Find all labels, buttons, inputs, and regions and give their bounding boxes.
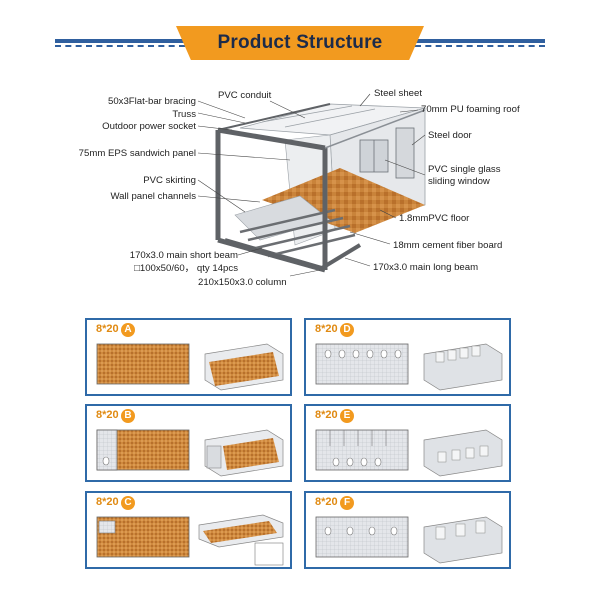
label-steel-sheet: Steel sheet [374,88,423,99]
layout-size: 8*20 [96,409,119,421]
layout-plan-f [315,516,503,564]
header-dash-right [415,45,545,47]
layout-code-badge: C [121,496,135,510]
layout-panel-f: 8*20 F [304,491,511,569]
floor-panel [262,168,425,233]
layout-size: 8*20 [96,323,119,335]
label-pvc-floor: 1.8mmPVC floor [399,213,470,224]
label-truss: Truss [172,109,196,120]
page-title: Product Structure [217,32,383,53]
layout-code-badge: F [340,496,354,510]
label-wall-panel-channels: Wall panel channels [110,191,196,202]
label-cement-fiber-board: 18mm cement fiber board [393,240,503,251]
label-pvc-skirting: PVC skirting [143,175,196,186]
layout-size: 8*20 [96,496,119,508]
layout-panel-a: 8*20 A [85,318,292,396]
layout-size: 8*20 [315,409,338,421]
label-pu-foaming-roof: 70mm PU foaming roof [421,104,520,115]
header-dash-left [55,45,185,47]
label-flat-bar-bracing: 50x3Flat-bar bracing [108,96,196,107]
label-sliding-window: sliding window [428,176,490,187]
label-pvc-single-glass: PVC single glass [428,164,501,175]
label-main-short-beam: 170x3.0 main short beam [129,250,238,261]
label-main-long-beam: 170x3.0 main long beam [373,262,479,273]
layout-plan-c [96,514,284,566]
layout-plan-b [96,429,284,477]
layout-plan-a [96,343,284,391]
label-eps-sandwich-panel: 75mm EPS sandwich panel [78,148,196,159]
label-pvc-conduit: PVC conduit [218,90,272,101]
layout-code-badge: B [121,409,135,423]
layout-panel-c: 8*20 C [85,491,292,569]
layout-code-badge: E [340,409,354,423]
layout-code-badge: A [121,323,135,337]
layout-size: 8*20 [315,323,338,335]
layout-panel-b: 8*20 B [85,404,292,482]
label-outdoor-power-socket: Outdoor power socket [102,121,196,132]
layout-code-badge: D [340,323,354,337]
layout-panel-e: 8*20 E [304,404,511,482]
layout-plan-e [315,429,503,477]
header-rule-right [410,39,545,43]
label-column: 210x150x3.0 column [198,277,287,288]
layout-plan-d [315,343,503,391]
title-banner: Product Structure [176,26,424,60]
layout-size: 8*20 [315,496,338,508]
layout-panel-d: 8*20 D [304,318,511,396]
header-rule-left [55,39,190,43]
label-purlin-qty: □100x50/60， qty 14pcs [134,263,238,274]
label-steel-door: Steel door [428,130,472,141]
